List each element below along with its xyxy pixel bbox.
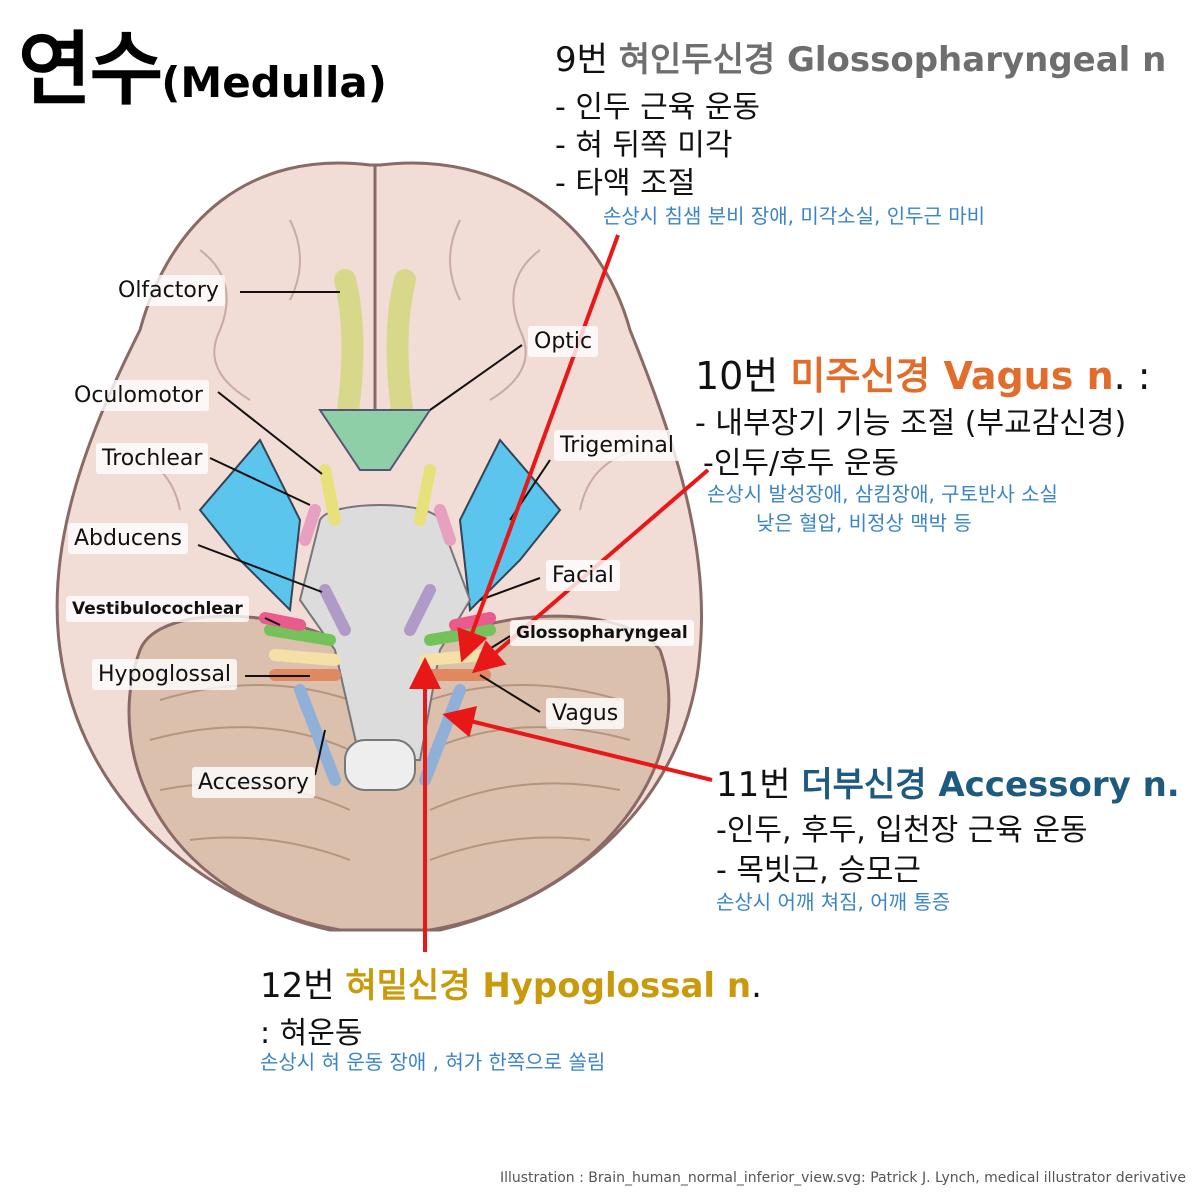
- arrow-cn11: [442, 706, 713, 782]
- cn10-note: 손상시 발성장애, 삼킴장애, 구토반사 소실: [707, 482, 1058, 506]
- cn12-heading: 12번 혀밑신경 Hypoglossal n.: [260, 958, 762, 1007]
- olfactory-nerve: [334, 269, 364, 441]
- cn12-line: : 혀운동: [260, 1016, 363, 1051]
- cn11-name: 더부신경 Accessory n.: [801, 765, 1180, 805]
- cn10-suffix: . :: [1113, 354, 1151, 398]
- label-abducens: Abducens: [68, 523, 188, 554]
- label-facial: Facial: [546, 560, 620, 591]
- label-olfactory: Olfactory: [112, 275, 225, 306]
- title-main: 연수: [18, 23, 163, 116]
- cerebellar-folia: [149, 684, 631, 861]
- leader-lines: [197, 291, 551, 776]
- cn9-name: 혀인두신경 Glossopharyngeal n: [618, 40, 1167, 80]
- cn11-line: -인두, 후두, 입천장 근육 운동: [716, 813, 1088, 848]
- cn9-line: - 타액 조절: [555, 166, 696, 201]
- label-vestibulocochlear: Vestibulocochlear: [66, 596, 249, 622]
- cn12-name: 혀밑신경 Hypoglossal n: [345, 966, 752, 1006]
- label-glossopharyngeal: Glossopharyngeal: [510, 620, 694, 646]
- arrow-cn9: [457, 234, 620, 663]
- cn11-heading: 11번 더부신경 Accessory n.: [716, 757, 1180, 806]
- cn9-note: 손상시 침샘 분비 장애, 미각소실, 인두근 마비: [603, 204, 986, 228]
- cn10-note: 낮은 혈압, 비정상 맥박 등: [756, 511, 972, 535]
- cn10-name: 미주신경 Vagus n: [790, 354, 1114, 398]
- cn12-suffix: .: [751, 966, 762, 1006]
- label-optic: Optic: [528, 326, 599, 357]
- cn9-heading: 9번 혀인두신경 Glossopharyngeal n: [555, 32, 1166, 81]
- medulla-section: [344, 739, 416, 791]
- cn10-line: - 내부장기 기능 조절 (부교감신경): [695, 406, 1127, 441]
- cn12-note: 손상시 혀 운동 장애 , 혀가 한쪽으로 쏠림: [260, 1050, 606, 1074]
- cn9-line: - 인두 근육 운동: [555, 90, 761, 125]
- trigeminal-left: [198, 438, 302, 613]
- cn11-number: 11번: [716, 765, 791, 805]
- illustration-credit: Illustration : Brain_human_normal_inferi…: [499, 1170, 1186, 1186]
- label-accessory: Accessory: [192, 767, 315, 798]
- label-hypoglossal: Hypoglossal: [92, 659, 238, 690]
- cn10-heading: 10번 미주신경 Vagus n. :: [695, 345, 1151, 400]
- cn12-number: 12번: [260, 966, 335, 1006]
- cn9-number: 9번: [555, 40, 608, 80]
- label-oculomotor: Oculomotor: [68, 380, 209, 411]
- cn9-line: - 혀 뒤쪽 미각: [555, 128, 733, 163]
- cn10-number: 10번: [695, 354, 779, 398]
- page-title: 연수(Medulla): [18, 5, 387, 121]
- label-trigeminal: Trigeminal: [554, 430, 680, 461]
- cn10-line: -인두/후두 운동: [703, 446, 900, 481]
- label-vagus: Vagus: [546, 698, 625, 729]
- cn11-note: 손상시 어깨 쳐짐, 어깨 통증: [716, 890, 951, 914]
- label-trochlear: Trochlear: [96, 443, 209, 474]
- title-sub: (Medulla): [161, 58, 387, 107]
- cn11-line: - 목빗근, 승모근: [716, 853, 922, 888]
